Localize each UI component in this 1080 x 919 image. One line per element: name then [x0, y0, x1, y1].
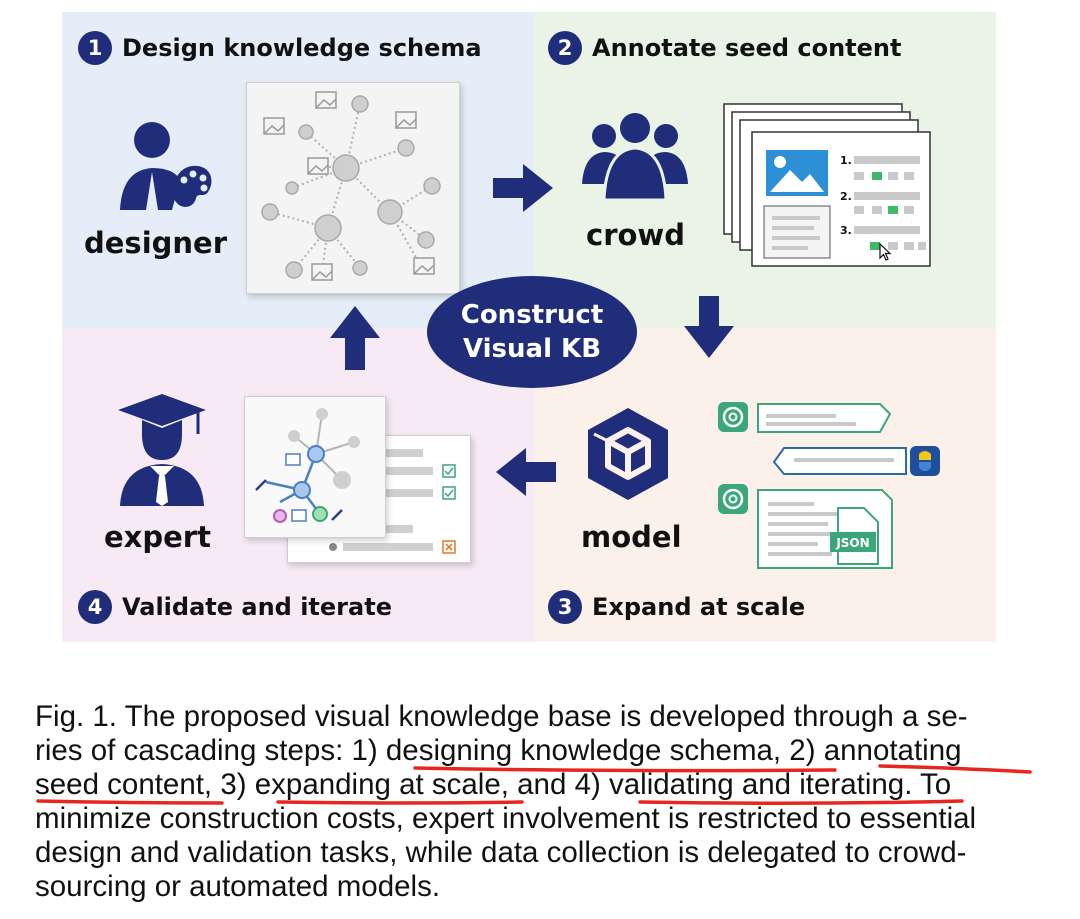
model-outputs: JSON	[718, 402, 940, 569]
step-2-label: Annotate seed content	[592, 34, 902, 62]
step-3-label: Expand at scale	[592, 593, 806, 621]
list-number-2: 2.	[840, 190, 852, 203]
step-2-heading: 2 Annotate seed content	[548, 31, 902, 65]
caption-line-2: ries of cascading steps: 1) designing kn…	[35, 734, 962, 767]
crowd-label: crowd	[586, 218, 685, 252]
caption-line-4: minimize construction costs, expert invo…	[35, 802, 977, 835]
model-cube-icon	[588, 408, 668, 500]
caption-line-3: seed content, 3) expanding at scale, and…	[35, 768, 952, 801]
crowd-icon	[582, 113, 688, 202]
checklist	[329, 449, 456, 554]
step-1-heading: 1 Design knowledge schema	[78, 31, 482, 65]
caption-line-1: Fig. 1. The proposed visual knowledge ba…	[35, 700, 968, 733]
list-number-1: 1.	[840, 154, 852, 167]
step-1-badge: 1	[78, 31, 112, 65]
arrow-left	[496, 448, 556, 496]
annotation-sheets: 1. 2. 3.	[723, 103, 931, 267]
step-2-badge: 2	[548, 31, 582, 65]
caption-line-5: design and validation tasks, while data …	[35, 836, 967, 869]
center-label-line-1: Construct	[460, 300, 604, 330]
figure-caption: Fig. 1. The proposed visual knowledge ba…	[35, 700, 1035, 904]
construct-visual-kb-ellipse: Construct Visual KB	[427, 276, 637, 388]
expert-icon	[118, 394, 206, 506]
expert-label: expert	[104, 520, 211, 554]
step-3-heading: 3 Expand at scale	[548, 590, 805, 624]
list-number-3: 3.	[840, 224, 852, 237]
step-4-heading: 4 Validate and iterate	[78, 590, 392, 624]
designer-label: designer	[84, 226, 228, 260]
step-4-label: Validate and iterate	[122, 593, 392, 621]
step-1-label: Design knowledge schema	[122, 34, 482, 62]
step-3-badge: 3	[548, 590, 582, 624]
arrow-up	[330, 306, 380, 370]
step-4-badge: 4	[78, 590, 112, 624]
arrow-down	[684, 296, 734, 358]
schema-graph	[261, 91, 441, 281]
center-label-line-2: Visual KB	[462, 334, 602, 364]
designer-icon	[120, 122, 212, 210]
json-label: JSON	[835, 536, 869, 550]
arrow-right	[493, 164, 553, 212]
caption-line-6: sourcing or automated models.	[35, 870, 441, 903]
revised-schema-graph	[255, 408, 360, 523]
model-label: model	[581, 520, 682, 554]
